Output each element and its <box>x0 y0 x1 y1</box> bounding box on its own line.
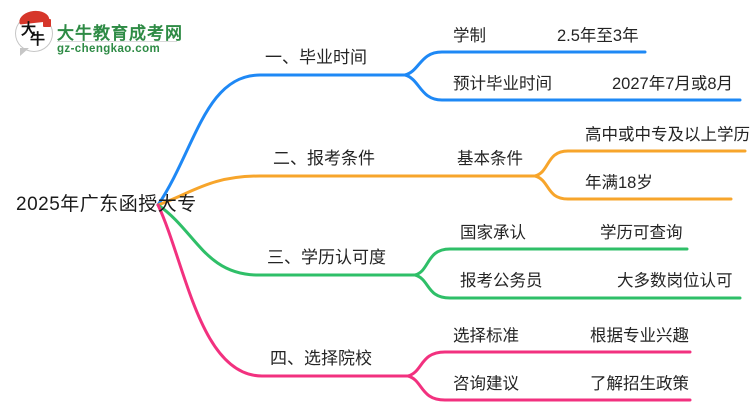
leaf-label: 高中或中专及以上学历 <box>585 126 750 144</box>
logo-url: gz-chengkao.com <box>57 43 161 55</box>
leaf-label: 报考公务员 <box>460 272 543 290</box>
leaf-label: 年满18岁 <box>585 174 653 192</box>
branch2-subnode: 基本条件 <box>457 150 523 168</box>
leaf-value: 大多数岗位认可 <box>617 272 733 290</box>
branch1-blue-lines <box>156 50 742 207</box>
leaf-value: 2027年7月或8月 <box>612 75 734 93</box>
leaf-value: 2.5年至3年 <box>557 27 639 45</box>
leaf-label: 国家承认 <box>460 224 526 242</box>
branch4-pink-lines <box>156 203 692 402</box>
logo-icon-char: 大 <box>21 22 37 38</box>
leaf-label: 预计毕业时间 <box>453 75 552 93</box>
branch3-label: 三、学历认可度 <box>267 248 386 267</box>
leaf-label: 学制 <box>453 27 486 45</box>
leaf-value: 根据专业兴趣 <box>590 327 689 345</box>
logo-red-seal <box>43 19 51 27</box>
branch2-label: 二、报考条件 <box>273 149 375 168</box>
logo-title: 大牛教育成考网 <box>57 24 183 43</box>
logo-icon-char: 牛 <box>30 32 46 48</box>
leaf-label: 选择标准 <box>453 327 519 345</box>
logo-bull-icon: 大 牛 <box>13 9 57 57</box>
leaf-value: 了解招生政策 <box>590 375 689 393</box>
leaf-label: 咨询建议 <box>453 375 519 393</box>
site-logo: 大 牛 大牛教育成考网 gz-chengkao.com <box>13 9 213 60</box>
branch1-label: 一、毕业时间 <box>265 48 367 67</box>
speech-bubble-tail <box>20 48 29 56</box>
branch4-label: 四、选择院校 <box>270 349 372 368</box>
leaf-value: 学历可查询 <box>600 224 683 242</box>
root-topic: 2025年广东函授大专 <box>16 194 197 215</box>
branch3-green-lines <box>156 203 742 300</box>
branch2-orange-lines <box>156 149 747 207</box>
logo-divider <box>57 41 177 42</box>
